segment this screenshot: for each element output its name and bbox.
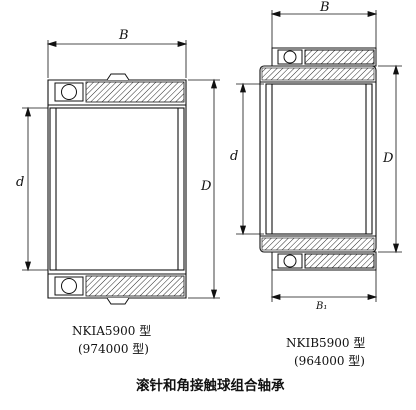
right-inner-ring-top [271,47,377,67]
left-top-section-hatch [85,81,185,103]
right-outer-ring [259,65,377,253]
left-series-label: (974000 型) [78,342,149,356]
right-series-label: (964000 型) [294,354,365,368]
right-outer-dimension [378,64,402,254]
right-width-label: B [319,0,330,15]
left-bottom-section-hatch [85,275,185,297]
right-model-label: NKIB5900 型 [286,336,366,350]
right-width-dimension [270,10,378,48]
left-ball-bottom [54,276,84,296]
left-model-label: NKIA5900 型 [72,324,152,338]
right-top-section-hatch [261,67,375,81]
right-inner-ring-bottom [271,251,377,271]
left-width-label: B [118,28,129,43]
left-bore [49,107,185,271]
left-outer-ring [47,79,187,299]
right-bore [265,83,373,235]
right-inner-width-label: B₁ [315,301,327,312]
left-groove [106,73,130,305]
right-inner-width-dimension [270,270,378,302]
diagram-caption: 滚针和角接触球组合轴承 [136,378,285,394]
left-bearing-drawing: B [16,28,220,305]
left-ball-top [54,82,84,102]
left-width-dimension [46,40,188,78]
right-inner-label: d [230,149,238,164]
left-inner-dimension [22,106,48,272]
left-outer-dimension [188,78,220,300]
right-bearing-drawing: B [230,0,402,312]
right-inner-dimension [236,82,264,236]
right-bottom-section-hatch [261,237,375,251]
left-outer-label: D [200,179,212,194]
right-outer-label: D [382,151,394,166]
left-inner-label: d [16,175,24,190]
